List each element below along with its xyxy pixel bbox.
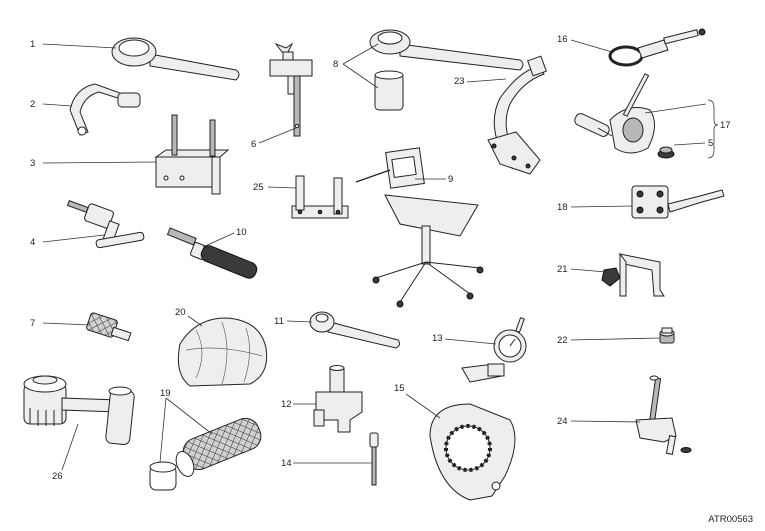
svg-text:6: 6 (251, 139, 256, 150)
tool-8-ring-wrench (369, 29, 524, 111)
svg-text:22: 22 (557, 335, 568, 346)
callout-15: 15 (394, 383, 441, 419)
callout-2: 2 (30, 99, 73, 110)
svg-text:19: 19 (160, 388, 171, 399)
svg-text:20: 20 (175, 307, 186, 318)
callout-12: 12 (281, 399, 316, 410)
callout-25: 25 (253, 182, 297, 193)
tool-16-strap-wrench (608, 28, 706, 67)
callout-19: 19 (159, 388, 213, 463)
tool-13-dial-gauge (461, 317, 527, 383)
callout-14: 14 (281, 458, 372, 469)
svg-text:12: 12 (281, 399, 292, 410)
tool-19-sleeve (149, 417, 262, 491)
tool-15-gear-holder (429, 403, 516, 501)
tool-23-support-arm (487, 55, 547, 175)
tool-6-locating-pin (269, 42, 313, 137)
tool-17-timing-tool (574, 73, 655, 154)
svg-text:7: 7 (30, 318, 35, 329)
tool-24-t-pin (635, 375, 692, 455)
tool-2-hook-bracket (69, 83, 141, 136)
reference-code: ATR00563 (708, 514, 753, 525)
svg-text:14: 14 (281, 458, 292, 469)
svg-text:11: 11 (274, 316, 284, 327)
callout-4: 4 (30, 234, 105, 248)
svg-text:13: 13 (432, 333, 443, 344)
tool-20-cover-bag (177, 317, 268, 387)
callout-17: 17 (644, 99, 731, 159)
callout-24: 24 (557, 416, 641, 427)
callout-22: 22 (557, 335, 661, 346)
svg-text:24: 24 (557, 416, 568, 427)
callout-13: 13 (432, 333, 497, 345)
callout-20: 20 (175, 307, 203, 327)
tool-12-puller (313, 365, 363, 433)
svg-text:26: 26 (52, 471, 63, 482)
callout-26: 26 (52, 423, 79, 482)
tool-18-flywheel-holder (631, 185, 725, 219)
callout-18: 18 (557, 202, 633, 213)
tool-14-pin-punch (369, 432, 379, 486)
tool-26-castle-socket (23, 375, 135, 446)
svg-text:4: 4 (30, 237, 35, 248)
callout-1: 1 (30, 39, 117, 50)
tool-11-socket-spanner (309, 311, 401, 349)
tool-21-bracket (601, 252, 665, 297)
svg-text:17: 17 (720, 120, 731, 131)
tool-7-knurled-pin (86, 312, 132, 342)
callout-6: 6 (251, 127, 297, 150)
tool-1-ring-spanner (111, 37, 240, 81)
svg-text:18: 18 (557, 202, 568, 213)
callout-16: 16 (557, 34, 613, 53)
callout-3: 3 (30, 158, 157, 169)
svg-text:9: 9 (448, 174, 453, 185)
svg-text:23: 23 (454, 76, 465, 87)
svg-text:16: 16 (557, 34, 568, 45)
tool-22-adapter (659, 327, 675, 344)
svg-text:8: 8 (333, 59, 338, 70)
callout-10: 10 (202, 227, 247, 248)
callout-23: 23 (454, 76, 507, 87)
svg-text:2: 2 (30, 99, 35, 110)
tool-9-engine-stand (355, 147, 484, 308)
tool-5-knob (657, 146, 675, 159)
tool-25-u-plate (291, 175, 349, 219)
tool-3-stud-bracket (154, 114, 230, 195)
callout-7: 7 (30, 318, 91, 329)
svg-text:1: 1 (30, 39, 35, 50)
svg-text:10: 10 (236, 227, 247, 238)
tool-4-t-handle-puller (66, 200, 145, 249)
callout-8: 8 (333, 43, 379, 89)
callout-9: 9 (415, 174, 453, 185)
svg-text:25: 25 (253, 182, 264, 193)
svg-text:15: 15 (394, 383, 405, 394)
callout-5: 5 (673, 138, 713, 149)
svg-text:5: 5 (708, 138, 713, 149)
svg-text:21: 21 (557, 264, 568, 275)
callout-11: 11 (274, 316, 313, 327)
svg-text:3: 3 (30, 158, 35, 169)
callout-21: 21 (557, 264, 607, 275)
